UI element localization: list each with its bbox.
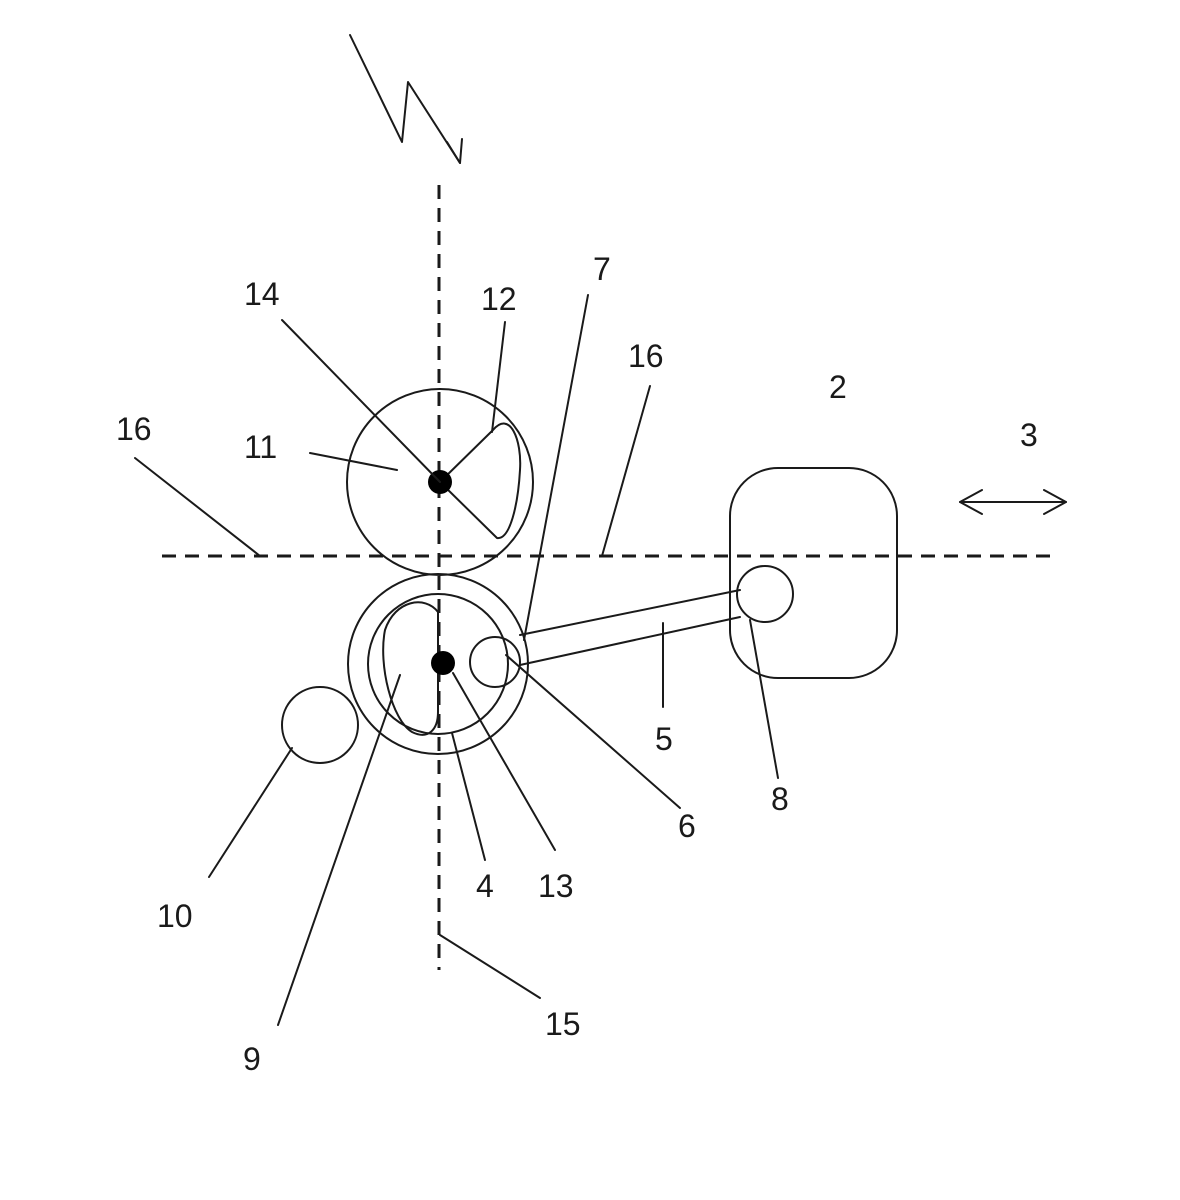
label-3: 3 <box>1020 417 1038 453</box>
label-6: 6 <box>678 808 696 844</box>
label-2: 2 <box>829 369 847 405</box>
leader-15 <box>440 935 540 998</box>
label-11: 11 <box>244 429 277 465</box>
connecting-rod-5-top <box>520 590 740 635</box>
zigzag-arrowhead <box>447 139 462 163</box>
leader-10 <box>209 748 292 877</box>
pivot-13 <box>431 651 455 675</box>
leader-6 <box>506 655 680 808</box>
wheel-10 <box>282 687 358 763</box>
leader-13 <box>453 673 555 850</box>
pin-8 <box>737 566 793 622</box>
leader-16-right <box>602 386 650 556</box>
label-7: 7 <box>593 251 611 287</box>
zigzag-break-arrow <box>350 35 460 163</box>
leader-12 <box>492 322 505 432</box>
leader-4 <box>452 733 485 860</box>
label-14: 14 <box>244 276 280 312</box>
leader-11 <box>310 453 397 470</box>
label-8: 8 <box>771 781 789 817</box>
leader-7 <box>524 295 588 640</box>
label-10: 10 <box>157 898 193 934</box>
label-12: 12 <box>481 281 517 317</box>
connecting-rod-5-bottom <box>520 617 740 665</box>
leader-16-left <box>135 458 260 556</box>
leader-14 <box>282 320 440 482</box>
leader-9 <box>278 675 400 1025</box>
leader-8 <box>750 620 778 778</box>
label-5: 5 <box>655 721 673 757</box>
label-9: 9 <box>243 1041 261 1077</box>
label-15: 15 <box>545 1006 581 1042</box>
label-4: 4 <box>476 868 494 904</box>
cam-12 <box>440 424 520 539</box>
label-13: 13 <box>538 868 574 904</box>
label-16-left: 16 <box>116 411 152 447</box>
label-16-right: 16 <box>628 338 664 374</box>
